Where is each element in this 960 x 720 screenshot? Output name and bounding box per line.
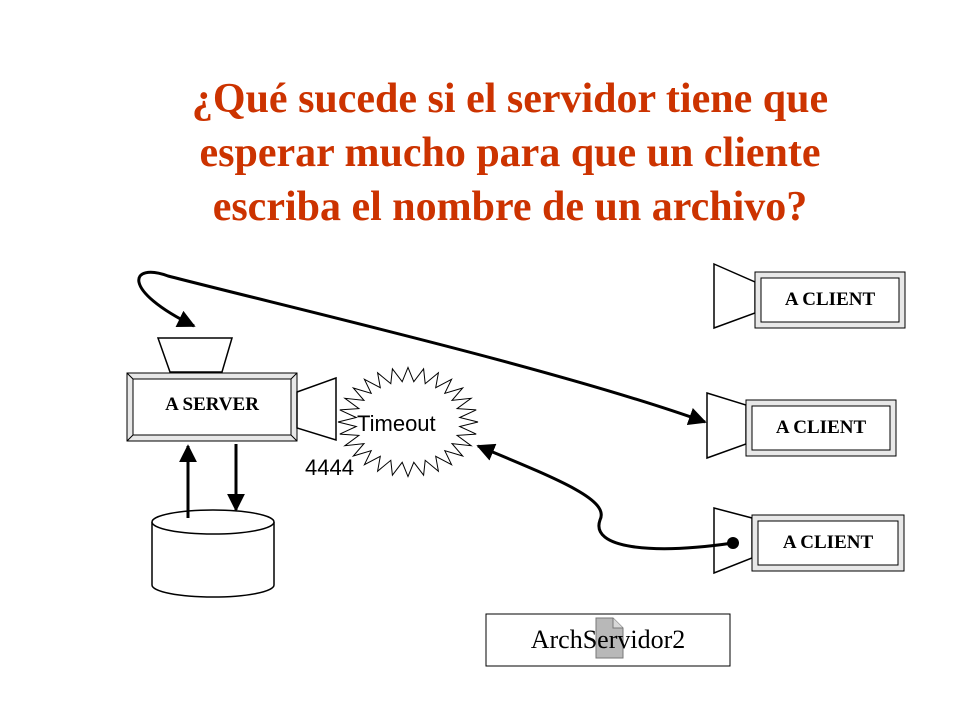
server-socket-top	[156, 337, 234, 373]
client-2-label: A CLIENT	[775, 417, 867, 438]
title-line-3: escriba el nombre de un archivo?	[212, 184, 808, 230]
client-2	[706, 391, 897, 460]
title-line-2: esperar mucho para que un cliente	[199, 130, 821, 176]
server-client2-connection	[137, 270, 707, 426]
port-label: 4444	[305, 455, 354, 480]
timeout-label: Timeout	[357, 411, 436, 436]
slide-title: ¿Qué sucede si el servidor tiene que esp…	[120, 72, 900, 234]
title-line-1: ¿Qué sucede si el servidor tiene que	[191, 76, 829, 122]
file-label: ArchServidor2	[530, 625, 686, 654]
timeout-client3-connection	[476, 443, 739, 551]
database-cylinder-icon	[151, 509, 275, 598]
server-label: A SERVER	[165, 394, 259, 415]
server-socket-right	[296, 376, 337, 442]
client-1	[713, 262, 906, 330]
file-icon	[595, 617, 624, 659]
client-3-label: A CLIENT	[782, 532, 874, 553]
client-1-label: A CLIENT	[784, 289, 876, 310]
